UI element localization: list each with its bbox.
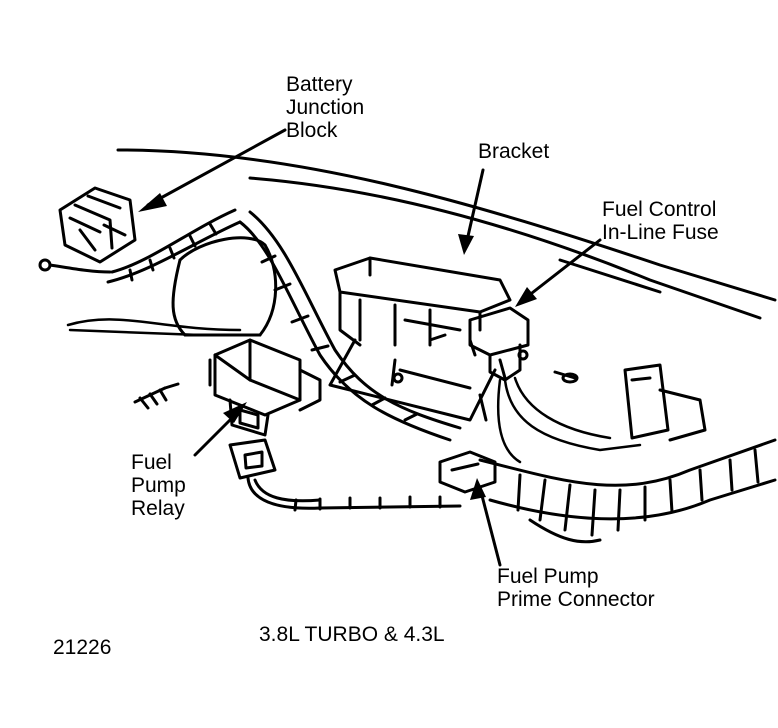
label-line: Bracket	[478, 140, 550, 163]
bracket	[333, 256, 512, 347]
label-line: Battery	[286, 73, 353, 96]
battery-junction-block-label: Battery Junction Block	[286, 73, 364, 142]
figure-caption: 3.8L TURBO & 4.3L	[259, 623, 445, 646]
fuel-control-fuse-label: Fuel Control In-Line Fuse	[602, 198, 719, 244]
arrowheads	[138, 193, 537, 500]
fuse-wires	[496, 376, 642, 464]
relay-screw	[133, 382, 180, 410]
mounting-plate	[328, 338, 497, 422]
fuel-pump-relay-label: Fuel Pump Relay	[131, 451, 186, 520]
bracket-label: Bracket	[478, 140, 549, 163]
body-contour	[66, 318, 242, 337]
fuel-control-fuse	[468, 306, 579, 384]
prime-connector	[438, 450, 497, 494]
fender-panel	[116, 148, 777, 320]
label-line: Fuel	[131, 451, 172, 474]
label-line: Fuel Control	[602, 198, 717, 221]
right-connector	[623, 363, 707, 442]
label-line: Relay	[131, 497, 185, 520]
battery-cable	[106, 208, 242, 284]
fuel-pump-relay-body	[208, 338, 322, 437]
corrugated-harness	[478, 438, 777, 544]
bracket-bolts	[428, 333, 477, 357]
fuel-pump-prime-connector-label: Fuel Pump Prime Connector	[497, 565, 655, 611]
battery-junction-block	[38, 186, 137, 274]
label-line: Pump	[131, 474, 186, 497]
figure-number: 21226	[53, 636, 112, 659]
relay-connector	[228, 438, 462, 512]
label-line: Block	[286, 119, 338, 142]
main-harness	[238, 210, 462, 442]
label-line: Junction	[286, 96, 365, 119]
label-line: Prime Connector	[497, 588, 655, 611]
battery-cylinder	[171, 236, 278, 337]
label-line: In-Line Fuse	[602, 221, 719, 244]
label-line: Fuel Pump	[497, 565, 599, 588]
